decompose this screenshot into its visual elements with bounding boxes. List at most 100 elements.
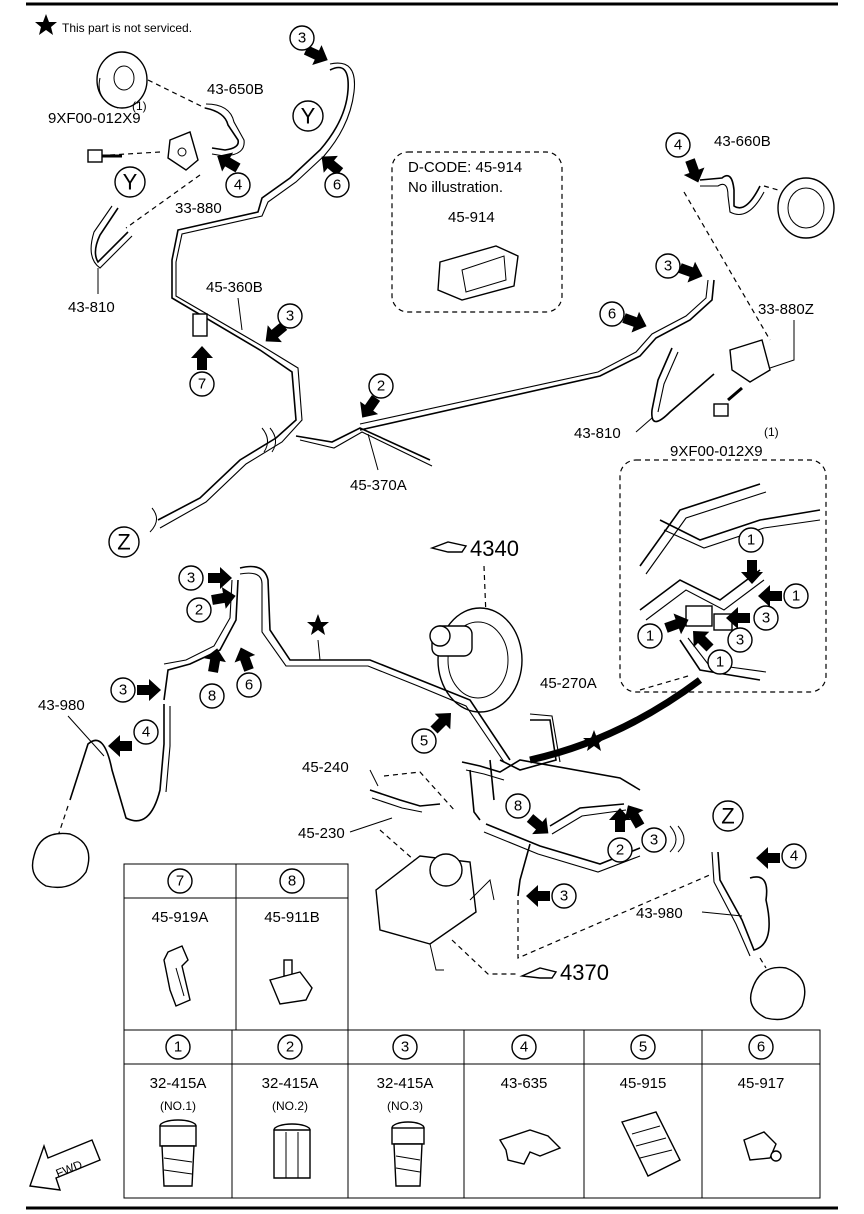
star-icon: [35, 14, 57, 35]
clip-45-911B-table-icon: [269, 959, 313, 1005]
table-cell-6: 6 45-917: [738, 1034, 785, 1162]
part-label-33-880Z: 33-880Z: [758, 301, 814, 318]
svg-text:1: 1: [716, 654, 724, 671]
view-y-letter-left: Y: [123, 170, 138, 195]
part-label-33-880: 33-880: [175, 200, 222, 217]
view-z-marker-left: [108, 526, 140, 558]
svg-text:3: 3: [560, 888, 568, 905]
part-label-43-980-right: 43-980: [636, 905, 683, 922]
flare-nut-no1-icon: [159, 1119, 197, 1187]
qty-label-a: (1): [132, 99, 147, 113]
part-label-9XF00-a: 9XF00-012X9: [48, 110, 141, 127]
detail-inset-box: [619, 459, 827, 693]
dcode-box: [391, 151, 563, 313]
svg-text:4: 4: [142, 724, 150, 741]
svg-text:6: 6: [333, 177, 341, 194]
flare-nut-no3-icon: [391, 1121, 425, 1187]
table-cell-8: 8 45-911B: [264, 868, 320, 1005]
pointing-hand-icon-2: [519, 967, 558, 979]
svg-text:3: 3: [286, 308, 294, 325]
svg-text:6: 6: [245, 677, 253, 694]
part-label-43-810-right: 43-810: [574, 425, 621, 442]
view-z-letter-right: Z: [721, 804, 734, 829]
svg-text:1: 1: [646, 628, 654, 645]
dcode-line1: D-CODE: 45-914: [408, 159, 522, 176]
svg-text:45-911B: 45-911B: [264, 909, 320, 926]
table-cell-1: 1 32-415A (NO.1): [150, 1034, 207, 1187]
part-label-43-810-left: 43-810: [68, 299, 115, 316]
table-cell-4: 4 43-635: [498, 1034, 562, 1165]
svg-text:45-915: 45-915: [620, 1075, 667, 1092]
svg-text:4: 4: [674, 137, 682, 154]
detail-inset-pipes: [639, 483, 821, 681]
star-icon-3: [307, 614, 329, 635]
bracket-33-880Z-icon: [729, 339, 771, 383]
svg-text:8: 8: [288, 873, 296, 890]
svg-text:5: 5: [420, 733, 428, 750]
part-label-45-270A: 45-270A: [540, 675, 597, 692]
svg-text:4: 4: [790, 848, 798, 865]
svg-text:(NO.3): (NO.3): [387, 1099, 423, 1113]
table-cell-5: 5 45-915: [620, 1034, 681, 1177]
svg-text:45-919A: 45-919A: [152, 909, 209, 926]
part-label-9XF00-b: 9XF00-012X9: [670, 443, 763, 460]
callouts: 3 6 4 3 7 2 4 3 6 3 2 8 6: [108, 25, 809, 909]
svg-text:4: 4: [234, 177, 242, 194]
bolt-right-icon: [713, 386, 743, 417]
legend-note-text: This part is not serviced.: [62, 21, 192, 35]
brake-backing-plate-left-icon: [96, 51, 148, 109]
svg-text:3: 3: [650, 832, 658, 849]
svg-text:8: 8: [208, 688, 216, 705]
svg-text:43-635: 43-635: [501, 1075, 548, 1092]
svg-text:3: 3: [187, 570, 195, 587]
brake-booster-icon: [429, 607, 523, 713]
ref-label-4370: 4370: [560, 960, 609, 985]
svg-text:7: 7: [176, 873, 184, 890]
svg-text:3: 3: [401, 1039, 409, 1056]
svg-text:32-415A: 32-415A: [377, 1075, 434, 1092]
bolt-icon: [87, 149, 122, 163]
view-y-marker-right: [292, 100, 324, 132]
flare-nut-no2-icon: [273, 1123, 311, 1179]
clip-45-915-icon: [621, 1111, 681, 1177]
svg-text:7: 7: [198, 376, 206, 393]
svg-text:2: 2: [377, 378, 385, 395]
svg-text:8: 8: [514, 798, 522, 815]
svg-text:32-415A: 32-415A: [262, 1075, 319, 1092]
svg-text:1: 1: [792, 588, 800, 605]
ref-label-4340: 4340: [470, 536, 519, 561]
brake-caliper-left-icon: [31, 832, 90, 889]
dcode-part: 45-914: [448, 209, 495, 226]
svg-text:3: 3: [664, 258, 672, 275]
dcode-line2: No illustration.: [408, 179, 503, 196]
part-label-45-240: 45-240: [302, 759, 349, 776]
clip-45-919A-icon: [192, 313, 208, 337]
svg-text:2: 2: [286, 1039, 294, 1056]
table-cell-7: 7 45-919A: [152, 868, 209, 1007]
fwd-arrow-icon: FWD: [29, 1139, 101, 1191]
svg-text:6: 6: [608, 306, 616, 323]
svg-text:3: 3: [736, 632, 744, 649]
part-label-45-230: 45-230: [298, 825, 345, 842]
svg-text:32-415A: 32-415A: [150, 1075, 207, 1092]
hydraulic-unit-icon: [375, 853, 495, 971]
svg-text:45-917: 45-917: [738, 1075, 785, 1092]
qty-label-b: (1): [764, 425, 779, 439]
view-y-letter-right: Y: [301, 104, 316, 129]
brake-backing-plate-right-icon: [777, 177, 835, 239]
svg-text:(NO.2): (NO.2): [272, 1099, 308, 1113]
part-label-43-650B: 43-650B: [207, 81, 264, 98]
part-label-45-370A: 45-370A: [350, 477, 407, 494]
pointing-hand-icon: [429, 541, 468, 553]
clip-43-635-icon: [498, 1129, 562, 1165]
svg-text:3: 3: [119, 682, 127, 699]
parts-table: 7 45-919A 8 45-911B 1 32-415A (NO.1): [123, 863, 821, 1199]
svg-text:2: 2: [195, 602, 203, 619]
svg-text:5: 5: [639, 1039, 647, 1056]
clip-45-914-icon: [437, 245, 519, 301]
table-cell-3: 3 32-415A (NO.3): [377, 1034, 434, 1187]
view-y-marker-left: [114, 166, 146, 198]
brake-caliper-right-icon: [749, 966, 806, 1021]
view-z-letter-left: Z: [117, 530, 130, 555]
